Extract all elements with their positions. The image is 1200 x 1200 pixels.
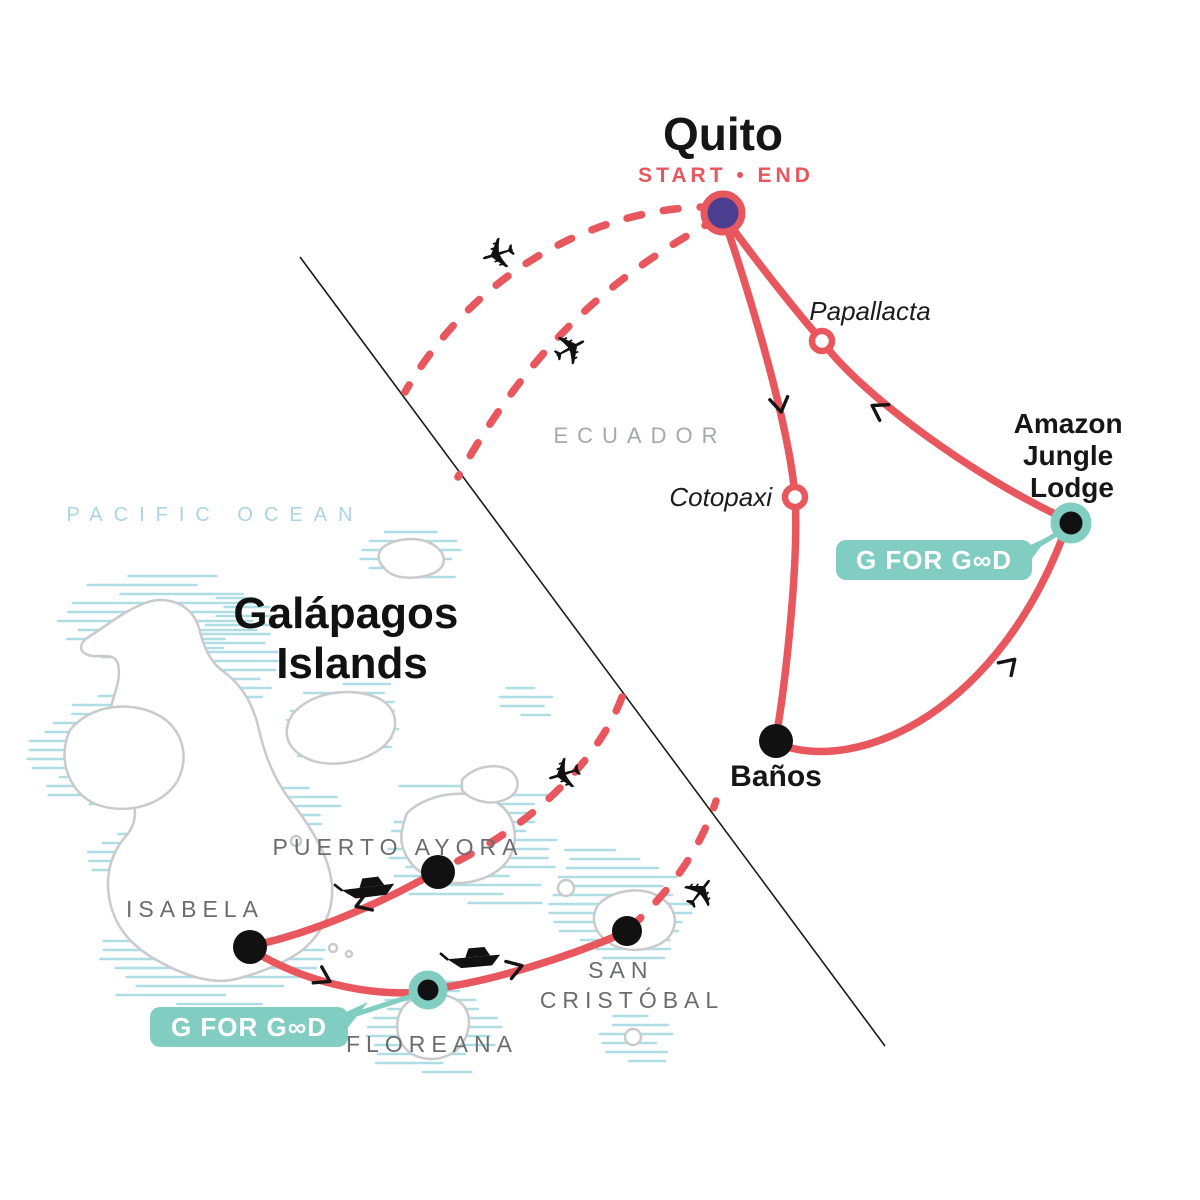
puerto-ayora-marker [421,855,455,889]
amazon-jungle-lodge-label: Amazon Jungle Lodge [1014,408,1131,503]
banos-label: Baños [730,760,822,793]
isabela-label: ISABELA [126,896,264,922]
location-markers [233,190,1092,1010]
arrow-icon [311,965,332,985]
flight-path-to-puerto-ayora [437,693,626,873]
puerto-ayora-label: PUERTO AYORA [273,834,524,860]
arrow-icon [768,394,790,414]
route-puertoayora-isabela [251,865,445,949]
amazon-jungle-lodge-marker [1050,502,1092,544]
inset-divider-line [299,256,886,1047]
badge-tail [346,1002,368,1030]
quito-label: Quito [663,108,783,160]
island-floreana [395,993,471,1061]
papallacta-waypoint-marker [808,327,836,355]
banos-marker [759,724,793,758]
san-cristobal-label: SAN CRISTÓBAL [540,957,724,1013]
san-cristobal-marker [612,916,642,946]
islet [344,949,354,959]
isabela-marker [233,930,267,964]
island-santiago [285,690,397,765]
islet [556,878,576,898]
pacific-ocean-label: PACIFIC OCEAN [66,504,363,526]
arrow-icon [504,959,524,981]
route-floreana-sancristobal [428,929,628,993]
badge-background [150,1007,348,1047]
arrow-icon [870,403,891,422]
flight-path-inner [454,214,722,481]
route-quito-papallacta-lodge [721,214,1072,524]
islet [289,834,303,848]
arrow-icon [996,657,1017,678]
plane-icon: ✈ [543,319,600,381]
flight-path-from-san-cristobal [626,797,720,932]
g-for-good-badge-floreana: G FOR G∞D [150,1002,368,1047]
floreana-label: FLOREANA [346,1031,518,1057]
badge-background [836,540,1032,580]
badge-label: G FOR G∞D [856,545,1012,575]
badge-label: G FOR G∞D [171,1012,327,1042]
plane-icon: ✈ [473,223,523,283]
galapagos-islands-title: Galápagos Islands [233,589,470,688]
islet [327,942,339,954]
cotopaxi-label: Cotopaxi [669,482,773,512]
galapagos-islands-shapes [63,537,677,1061]
islet [623,1027,643,1047]
route-isabela-floreana [248,946,428,997]
flight-path-outer [401,203,719,396]
island-isabela [79,598,334,983]
start-end-label: START • END [638,164,814,187]
boat-icon [333,876,395,899]
g-for-good-badge-amazon: G FOR G∞D [836,537,1048,580]
map-labels: Quito START • END Papallacta Cotopaxi Ba… [66,108,1131,1057]
boat-icon [439,946,501,969]
floreana-marker [408,970,448,1010]
badge-tail [1028,537,1048,564]
plane-icon: ✈ [539,743,589,803]
island-fernandina [63,705,185,810]
route-banos-lodge [774,524,1070,756]
boat-icons [333,876,501,969]
papallacta-label: Papallacta [809,296,930,326]
direction-arrows [311,394,1017,985]
quito-start-marker [700,190,746,236]
cotopaxi-waypoint-marker [781,483,809,511]
island-santa-cruz-north [460,764,519,804]
island-pinta [377,537,445,579]
flight-routes [401,203,722,932]
ecuador-label: ECUADOR [553,423,726,448]
